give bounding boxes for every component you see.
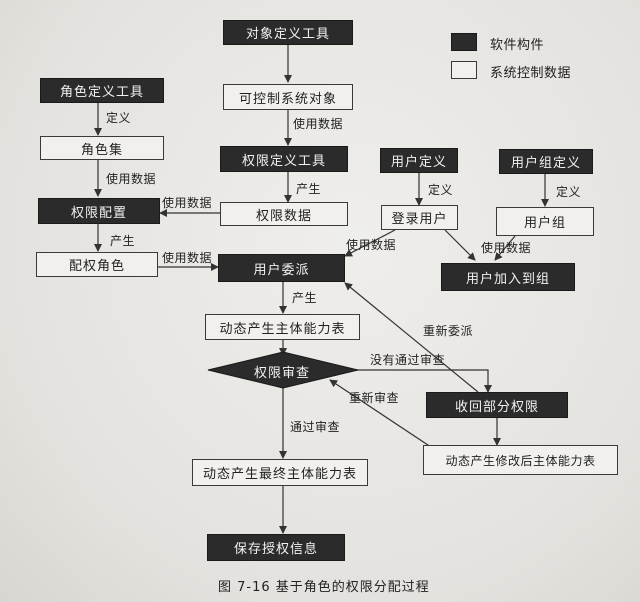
node-dynamic-modified-table: 动态产生修改后主体能力表 [423, 445, 618, 475]
node-revoke-partial: 收回部分权限 [426, 392, 568, 418]
node-permission-review-label: 权限审查 [254, 366, 311, 381]
node-user-group-def: 用户组定义 [499, 149, 593, 174]
edge-loginuser-to-userassign [344, 229, 396, 257]
node-user-assign: 用户委派 [218, 254, 345, 282]
label-define-2: 定义 [428, 183, 454, 197]
node-controllable-object: 可控制系统对象 [223, 84, 353, 110]
label-produce-2: 产生 [110, 234, 136, 248]
node-user-group: 用户组 [496, 207, 594, 236]
label-use-data-1: 使用数据 [293, 117, 344, 131]
figure-caption: 图 7-16 基于角色的权限分配过程 [218, 580, 430, 595]
edge-revoke-to-userassign [344, 282, 479, 393]
label-reassign: 重新委派 [423, 324, 474, 338]
node-login-user: 登录用户 [381, 205, 458, 230]
edge-usergroup-to-joingroup [494, 235, 516, 261]
label-define-3: 定义 [556, 185, 582, 199]
edge-review-to-revoke [355, 369, 492, 393]
label-use-data-6: 使用数据 [481, 241, 532, 255]
label-not-passed: 没有通过审查 [370, 353, 446, 367]
node-permission-config: 权限配置 [38, 198, 160, 224]
permission-review-diamond [207, 351, 359, 389]
node-permission-def-tool: 权限定义工具 [220, 146, 348, 172]
label-define-1: 定义 [106, 111, 132, 125]
node-role-set: 角色集 [40, 136, 164, 160]
node-permission-data: 权限数据 [220, 202, 348, 226]
legend-swatch-control-data [451, 61, 477, 79]
label-produce-3: 产生 [292, 291, 318, 305]
node-assign-roles: 配权角色 [36, 252, 158, 277]
edge-modtable-to-review [329, 379, 441, 454]
legend-label-control-data: 系统控制数据 [490, 66, 572, 81]
label-use-data-4: 使用数据 [162, 251, 213, 265]
label-re-review: 重新审查 [349, 391, 400, 405]
label-use-data-2: 使用数据 [106, 172, 157, 186]
node-save-auth-info: 保存授权信息 [207, 534, 345, 561]
label-use-data-5: 使用数据 [346, 238, 397, 252]
label-passed: 通过审查 [290, 420, 341, 434]
node-role-def-tool: 角色定义工具 [40, 78, 164, 103]
edge-loginuser-to-joingroup [444, 229, 476, 261]
node-dynamic-capability-table: 动态产生主体能力表 [205, 314, 360, 340]
node-dynamic-final-table: 动态产生最终主体能力表 [192, 459, 368, 486]
legend-label-software-component: 软件构件 [490, 38, 545, 53]
label-use-data-3: 使用数据 [162, 196, 213, 210]
node-object-def-tool: 对象定义工具 [223, 20, 353, 45]
node-user-join-group: 用户加入到组 [441, 263, 575, 291]
node-user-def: 用户定义 [380, 148, 458, 173]
label-produce-1: 产生 [296, 182, 322, 196]
legend-swatch-software-component [451, 33, 477, 51]
